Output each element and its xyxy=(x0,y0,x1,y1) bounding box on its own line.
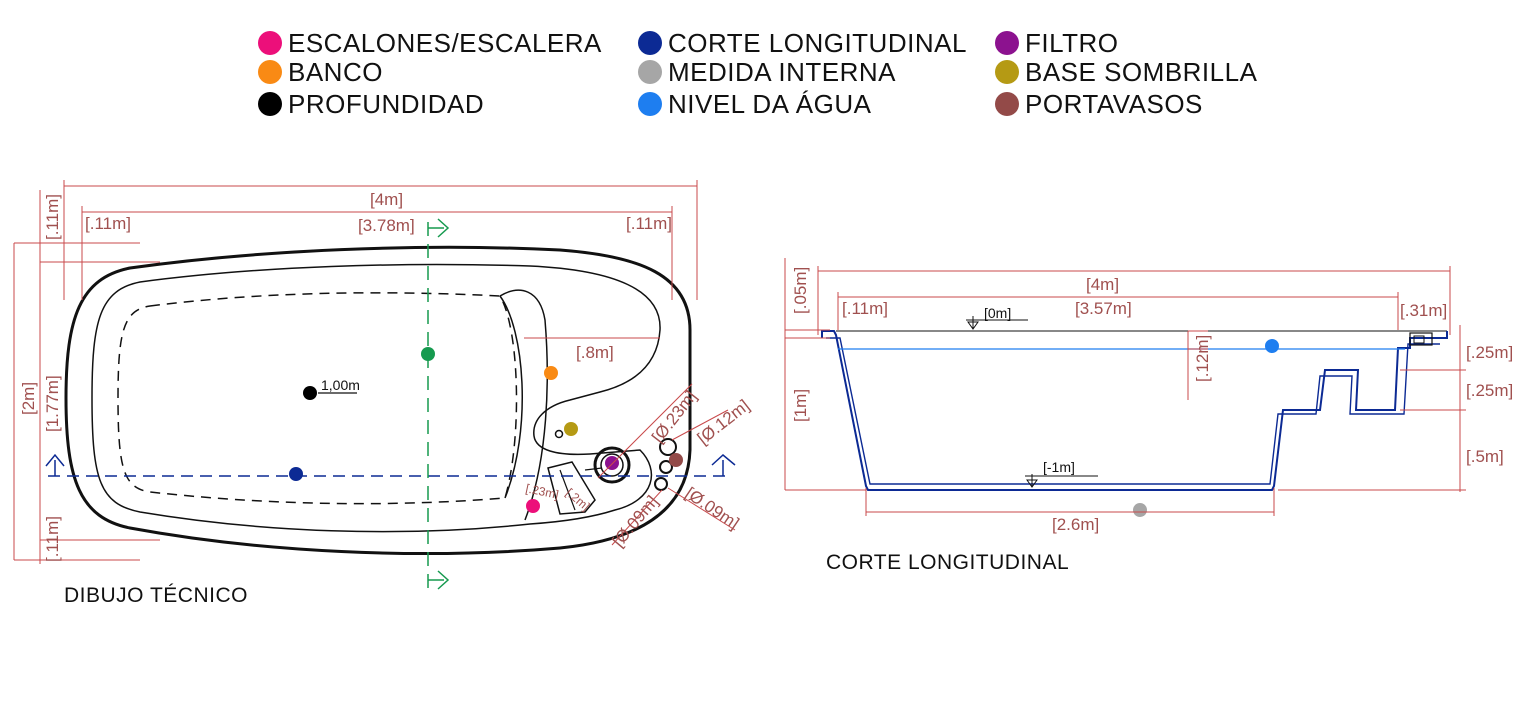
dim-line xyxy=(597,383,693,479)
marker-longitudinal-cut xyxy=(289,467,303,481)
section-step-3: [.5m] xyxy=(1466,447,1504,466)
section-rim-right: [.31m] xyxy=(1400,301,1447,320)
plan-width-total: [2m] xyxy=(19,382,38,415)
legend-item-longitudinal-cut: CORTE LONGITUDINAL xyxy=(638,28,967,58)
plan-holder-d2: [Ø.09m] xyxy=(609,492,662,551)
legend-item-water-level: NIVEL DA ÁGUA xyxy=(638,89,872,119)
marker-bench xyxy=(544,366,558,380)
section-depth: [1m] xyxy=(791,389,810,422)
cut-arrow-left-icon xyxy=(45,453,65,476)
legend-label: ESCALONES/ESCALERA xyxy=(288,27,602,58)
level-top-icon xyxy=(966,316,1028,330)
skimmer-inner xyxy=(1413,335,1425,344)
legend-dot xyxy=(638,31,662,55)
marker-steps xyxy=(526,499,540,513)
umbrella-hole xyxy=(554,429,564,439)
filter-ring xyxy=(600,453,624,477)
section-level-bottom: [-1m] xyxy=(1043,459,1075,475)
legend-item-filter: FILTRO xyxy=(995,28,1119,58)
section-floor-length: [2.6m] xyxy=(1052,515,1099,534)
section-length-total: [4m] xyxy=(1086,275,1119,294)
plan-length-total: [4m] xyxy=(370,190,403,209)
legend-label: CORTE LONGITUDINAL xyxy=(668,27,967,58)
section-shell-inner xyxy=(826,337,1440,485)
plan-width-internal: [1.77m] xyxy=(43,375,62,432)
plan-rim-right: [.11m] xyxy=(626,214,672,233)
plan-filter-diameter: [Ø.23m] xyxy=(648,387,700,446)
legend-dot xyxy=(638,60,662,84)
section-rim-left: [.11m] xyxy=(842,299,888,318)
legend-dot xyxy=(995,31,1019,55)
plan-length-internal: [3.78m] xyxy=(358,216,415,235)
legend-dot xyxy=(995,60,1019,84)
plan-view: 1,00m [4m] [.11m] [3.78m] [.11m] [2m] [.… xyxy=(13,180,753,607)
plan-holder-d3: [Ø.09m] xyxy=(682,484,743,534)
legend-item-steps: ESCALONES/ESCALERA xyxy=(258,28,602,58)
plan-holder-d1: [Ø.12m] xyxy=(694,396,753,448)
filter-outline xyxy=(593,446,631,484)
cut-arrow-right-icon xyxy=(711,454,736,476)
legend-label: MEDIDA INTERNA xyxy=(668,56,897,87)
section-level-top: [0m] xyxy=(984,305,1011,321)
legend-dot xyxy=(258,60,282,84)
bench-edge-2 xyxy=(499,295,523,499)
section-step-1: [.25m] xyxy=(1466,343,1513,362)
plan-caption: DIBUJO TÉCNICO xyxy=(64,584,248,607)
cup-holder-large xyxy=(659,438,677,456)
legend-label: PORTAVASOS xyxy=(1025,88,1203,119)
legend-label: BANCO xyxy=(288,56,383,87)
legend-item-bench: BANCO xyxy=(258,57,383,87)
legend-dot xyxy=(258,92,282,116)
legend: ESCALONES/ESCALERA BANCO PROFUNDIDAD COR… xyxy=(255,26,1275,126)
cup-holder-small-1 xyxy=(659,460,673,474)
legend-dot xyxy=(638,92,662,116)
legend-label: NIVEL DA ÁGUA xyxy=(668,88,872,119)
dim-line xyxy=(671,409,729,441)
plan-bench: [.8m] xyxy=(576,343,614,362)
pool-outer-outline xyxy=(64,245,692,555)
section-length-internal: [3.57m] xyxy=(1075,299,1132,318)
section-water-gap: [.12m] xyxy=(1193,335,1212,382)
filter-arrow xyxy=(584,467,603,471)
section-shell-outer xyxy=(821,330,1448,491)
legend-item-cup-holder: PORTAVASOS xyxy=(995,89,1203,119)
legend-label: BASE SOMBRILLA xyxy=(1025,56,1258,87)
plan-rim-top: [.11m] xyxy=(43,194,62,240)
section-caption: CORTE LONGITUDINAL xyxy=(826,551,1069,574)
section-view: [0m] [-1m] [4m] [.11m] [3.57m] [.31m] [.… xyxy=(784,258,1513,574)
steps-outline xyxy=(547,461,596,515)
legend-dot xyxy=(995,92,1019,116)
plan-rim-bottom: [.11m] xyxy=(43,516,62,562)
legend-item-umbrella-base: BASE SOMBRILLA xyxy=(995,57,1257,87)
cup-holder-small-2 xyxy=(654,477,668,491)
plan-rim-left: [.11m] xyxy=(85,214,131,233)
marker-transverse-cut xyxy=(421,347,435,361)
marker-cup-holder xyxy=(669,453,683,467)
legend-dot xyxy=(258,31,282,55)
bench-edge xyxy=(499,289,548,521)
legend-item-internal-measure: MEDIDA INTERNA xyxy=(638,57,896,87)
marker-filter xyxy=(605,456,619,470)
marker-internal-measure xyxy=(1133,503,1147,517)
pool-inner-rim xyxy=(91,263,661,533)
section-step-2: [.25m] xyxy=(1466,381,1513,400)
legend-label: FILTRO xyxy=(1025,27,1119,58)
dim-line xyxy=(611,489,663,546)
marker-umbrella-base xyxy=(564,422,578,436)
legend-item-depth: PROFUNDIDAD xyxy=(258,89,484,119)
cut-arrow-top-icon xyxy=(428,218,450,238)
pool-floor-dashed xyxy=(117,292,518,505)
level-bottom-icon xyxy=(1025,474,1098,488)
dim-line xyxy=(667,487,736,531)
marker-depth xyxy=(303,386,317,400)
section-rim-height: [.05m] xyxy=(791,267,810,314)
plan-step-1: [.23m] xyxy=(524,481,560,502)
skimmer xyxy=(1409,332,1433,346)
plan-depth-label: 1,00m xyxy=(321,377,360,393)
marker-water-level xyxy=(1265,339,1279,353)
cut-arrow-bottom-icon xyxy=(428,570,450,590)
legend-label: PROFUNDIDAD xyxy=(288,88,485,119)
